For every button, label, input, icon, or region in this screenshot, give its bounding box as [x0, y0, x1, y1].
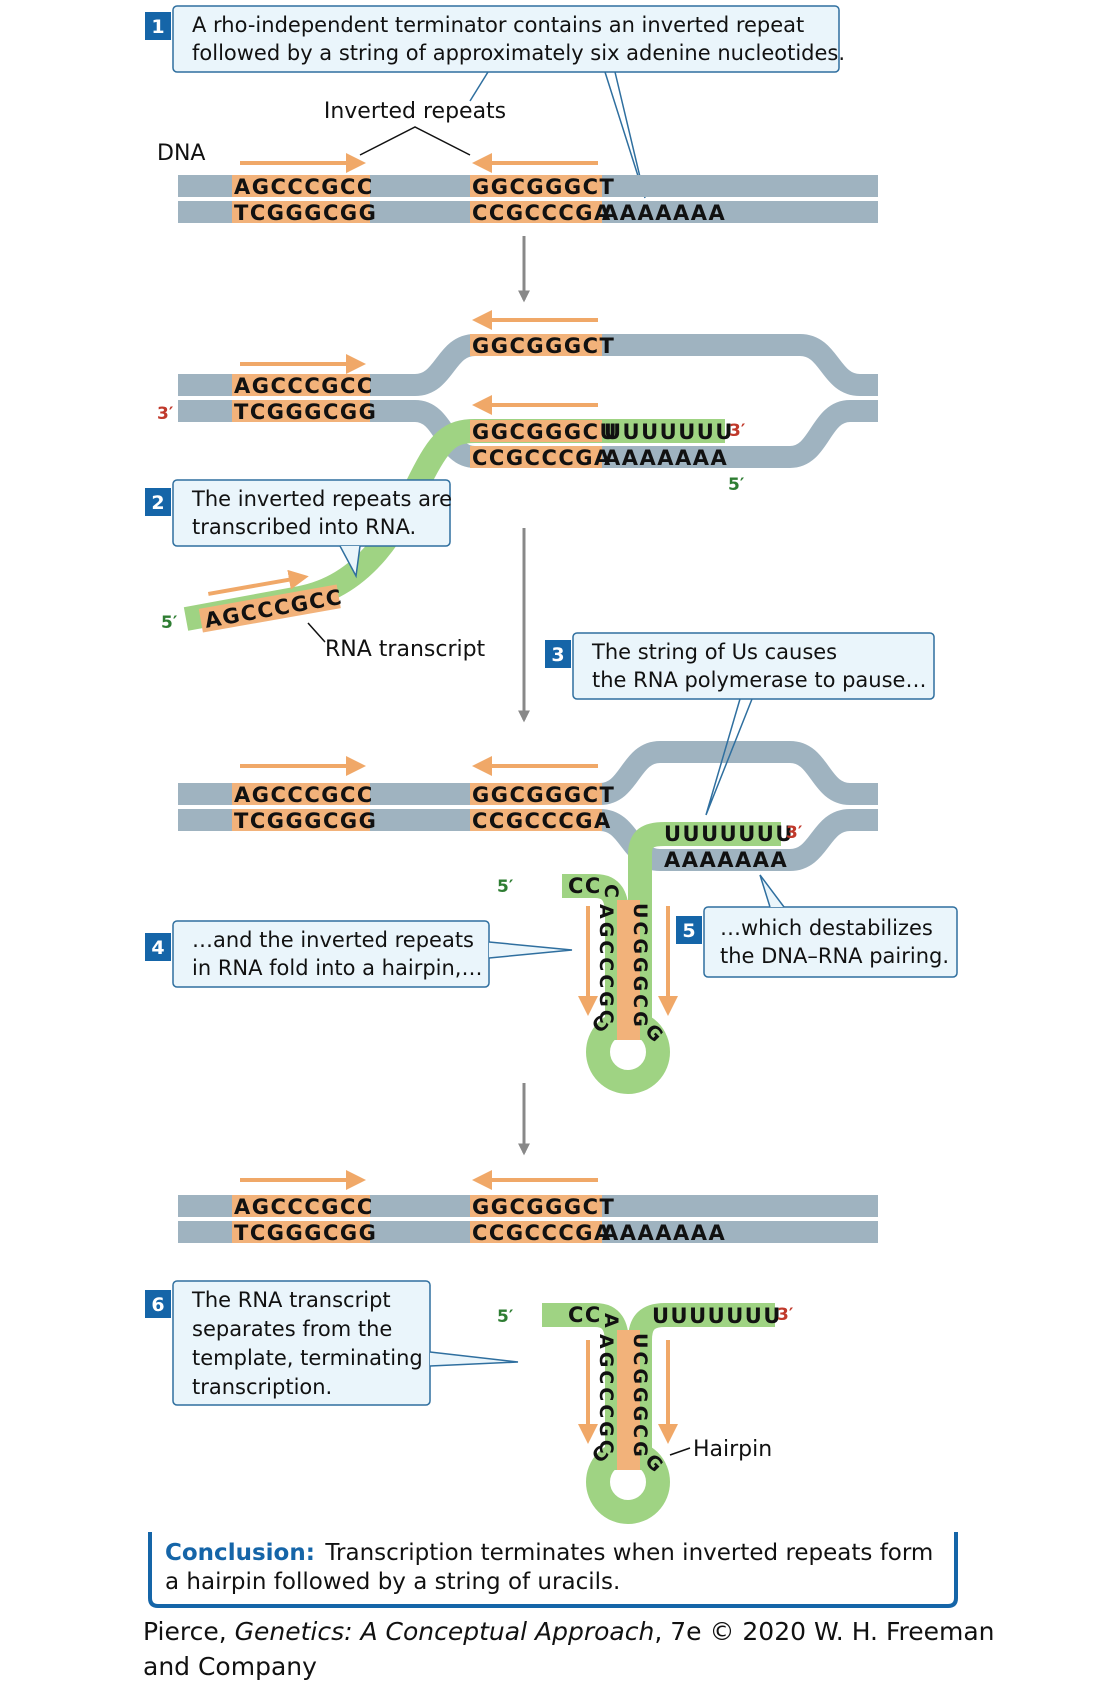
step-6-text-line4: transcription.	[192, 1375, 332, 1399]
p4-repeat1-top: AGCCCGCC	[234, 1195, 374, 1219]
p4-hairpin-right: UCGGGCG	[629, 1333, 651, 1460]
p2-repeat1-top: AGCCCGCC	[234, 374, 374, 398]
p1-repeat2-top: GGCGGGCT	[472, 175, 615, 199]
credit: Pierce, Genetics: A Conceptual Approach,…	[143, 1617, 995, 1681]
step-3-number: 3	[551, 644, 564, 666]
step-6-text-line1: The RNA transcript	[191, 1288, 391, 1312]
p1-repeat2-bottom: CCGCCCGA	[472, 201, 612, 225]
p3-u-string: UUUUUUU	[664, 822, 794, 846]
p1-a-string: AAAAAAA	[602, 201, 726, 225]
step-3-text-line2: the RNA polymerase to pause…	[592, 668, 926, 692]
p3-dna-bottom	[178, 809, 878, 871]
p3-repeat1-top: AGCCCGCC	[234, 783, 374, 807]
p2-dna-3prime: 3′	[157, 404, 174, 424]
inverted-repeats-bracket	[359, 126, 471, 156]
step-1-text-line1: A rho-independent terminator contains an…	[192, 13, 804, 37]
p3-rna-5prime: 5′	[497, 877, 514, 897]
p2-a-string: AAAAAAA	[604, 446, 728, 470]
p4-repeat1-bottom: TCGGGCGG	[234, 1221, 377, 1245]
p4-rna-5prime: 5′	[497, 1307, 514, 1327]
p2-rna-5prime: 5′	[161, 613, 178, 633]
p3-rna-3prime: 3′	[786, 823, 803, 843]
p2-dna-top	[178, 334, 878, 396]
step-1-callout	[172, 5, 840, 73]
conclusion-line1: Transcription terminates when inverted r…	[324, 1540, 933, 1566]
p2-rna-repeat2: GGCGGGCU	[472, 420, 618, 444]
step-2-text-line1: The inverted repeats are	[191, 487, 452, 511]
step-3-callout	[572, 632, 935, 700]
step-5-number: 5	[682, 920, 695, 942]
p4-repeat2-top: GGCGGGCT	[472, 1195, 615, 1219]
credit-rest: , 7e © 2020 W. H. Freeman	[654, 1617, 994, 1646]
step-2-callout	[172, 479, 451, 547]
step-5-callout	[703, 906, 958, 978]
p2-repeat1-bottom: TCGGGCGG	[234, 400, 377, 424]
step-5-text-line1: …which destabilizes	[720, 916, 933, 940]
step-2-number: 2	[151, 492, 164, 514]
rna-transcript-label: RNA transcript	[325, 637, 486, 662]
p3-repeat2-top: GGCGGGCT	[472, 783, 615, 807]
step-2-text-line2: transcribed into RNA.	[192, 515, 416, 539]
p2-template-repeat2: CCGCCCGA	[472, 446, 612, 470]
p3-a-string: AAAAAAA	[664, 848, 788, 872]
step-4-text-line2: in RNA fold into a hairpin,…	[192, 956, 482, 980]
p4-cc: CC	[568, 1303, 602, 1327]
p3-hairpin-right: UCGGGCG	[629, 903, 651, 1030]
inverted-repeats-label: Inverted repeats	[324, 99, 506, 124]
conclusion-line2: a hairpin followed by a string of uracil…	[165, 1569, 620, 1595]
conclusion-head: Conclusion:	[165, 1540, 315, 1566]
p4-rna-3prime: 3′	[777, 1305, 794, 1325]
p3-hairpin-left: AGCCCGC	[595, 904, 617, 1027]
hairpin-label: Hairpin	[693, 1437, 772, 1462]
panel-4: AGCCCGCC TCGGGCGG GGCGGGCT CCGCCCGA AAAA…	[145, 1170, 878, 1524]
p2-template-5prime: 5′	[728, 475, 745, 495]
step-5-text-line2: the DNA–RNA pairing.	[720, 944, 949, 968]
conclusion-text-line1: Conclusion: Transcription terminates whe…	[165, 1540, 933, 1566]
credit-title: Genetics: A Conceptual Approach	[235, 1617, 655, 1646]
p4-a-string: AAAAAAA	[602, 1221, 726, 1245]
p4-hairpin-left: AGCCCGC	[595, 1334, 617, 1457]
p1-repeat1-bottom: TCGGGCGG	[234, 201, 377, 225]
step-4-text-line1: …and the inverted repeats	[192, 928, 474, 952]
step-1-number: 1	[151, 16, 164, 38]
credit-author: Pierce,	[143, 1617, 235, 1646]
panel-1: 1 A rho-independent terminator contains …	[145, 5, 878, 225]
step-6-number: 6	[151, 1294, 164, 1316]
p2-repeat2-top: GGCGGGCT	[472, 334, 615, 358]
p3-stem-extra: C	[600, 884, 622, 898]
p4-repeat2-bottom: CCGCCCGA	[472, 1221, 612, 1245]
dna-label: DNA	[157, 141, 205, 166]
panel-3: AGCCCGCC TCGGGCGG GGCGGGCT CCGCCCGA UUUU…	[145, 632, 958, 1094]
p2-dna-bottom	[178, 400, 878, 468]
step-1-badge	[145, 12, 171, 40]
p2-u-string: UUUUUUU	[604, 420, 734, 444]
p3-repeat2-bottom: CCGCCCGA	[472, 809, 612, 833]
step-4-number: 4	[151, 937, 164, 959]
p3-cc: CC	[568, 874, 602, 898]
p1-repeat1-top: AGCCCGCC	[234, 175, 374, 199]
step-1-text-line2: followed by a string of approximately si…	[192, 41, 845, 65]
step-6-callout	[172, 1280, 431, 1406]
p4-stem-extra: A	[600, 1313, 622, 1328]
p3-repeat1-bottom: TCGGGCGG	[234, 809, 377, 833]
p4-u-string: UUUUUUU	[652, 1304, 782, 1328]
panel-2: GGCGGGCT AGCCCGCC TCGGGCGG 3′ GGCGGGCU U…	[145, 310, 878, 662]
p2-rna-3prime: 3′	[729, 421, 746, 441]
step-3-text-line1: The string of Us causes	[591, 640, 837, 664]
conclusion-box: Conclusion: Transcription terminates whe…	[148, 1532, 958, 1608]
step-6-text-line3: template, terminating	[192, 1346, 423, 1370]
credit-line1: Pierce, Genetics: A Conceptual Approach,…	[143, 1617, 995, 1646]
step-6-text-line2: separates from the	[192, 1317, 392, 1341]
credit-line2: and Company	[143, 1652, 317, 1681]
